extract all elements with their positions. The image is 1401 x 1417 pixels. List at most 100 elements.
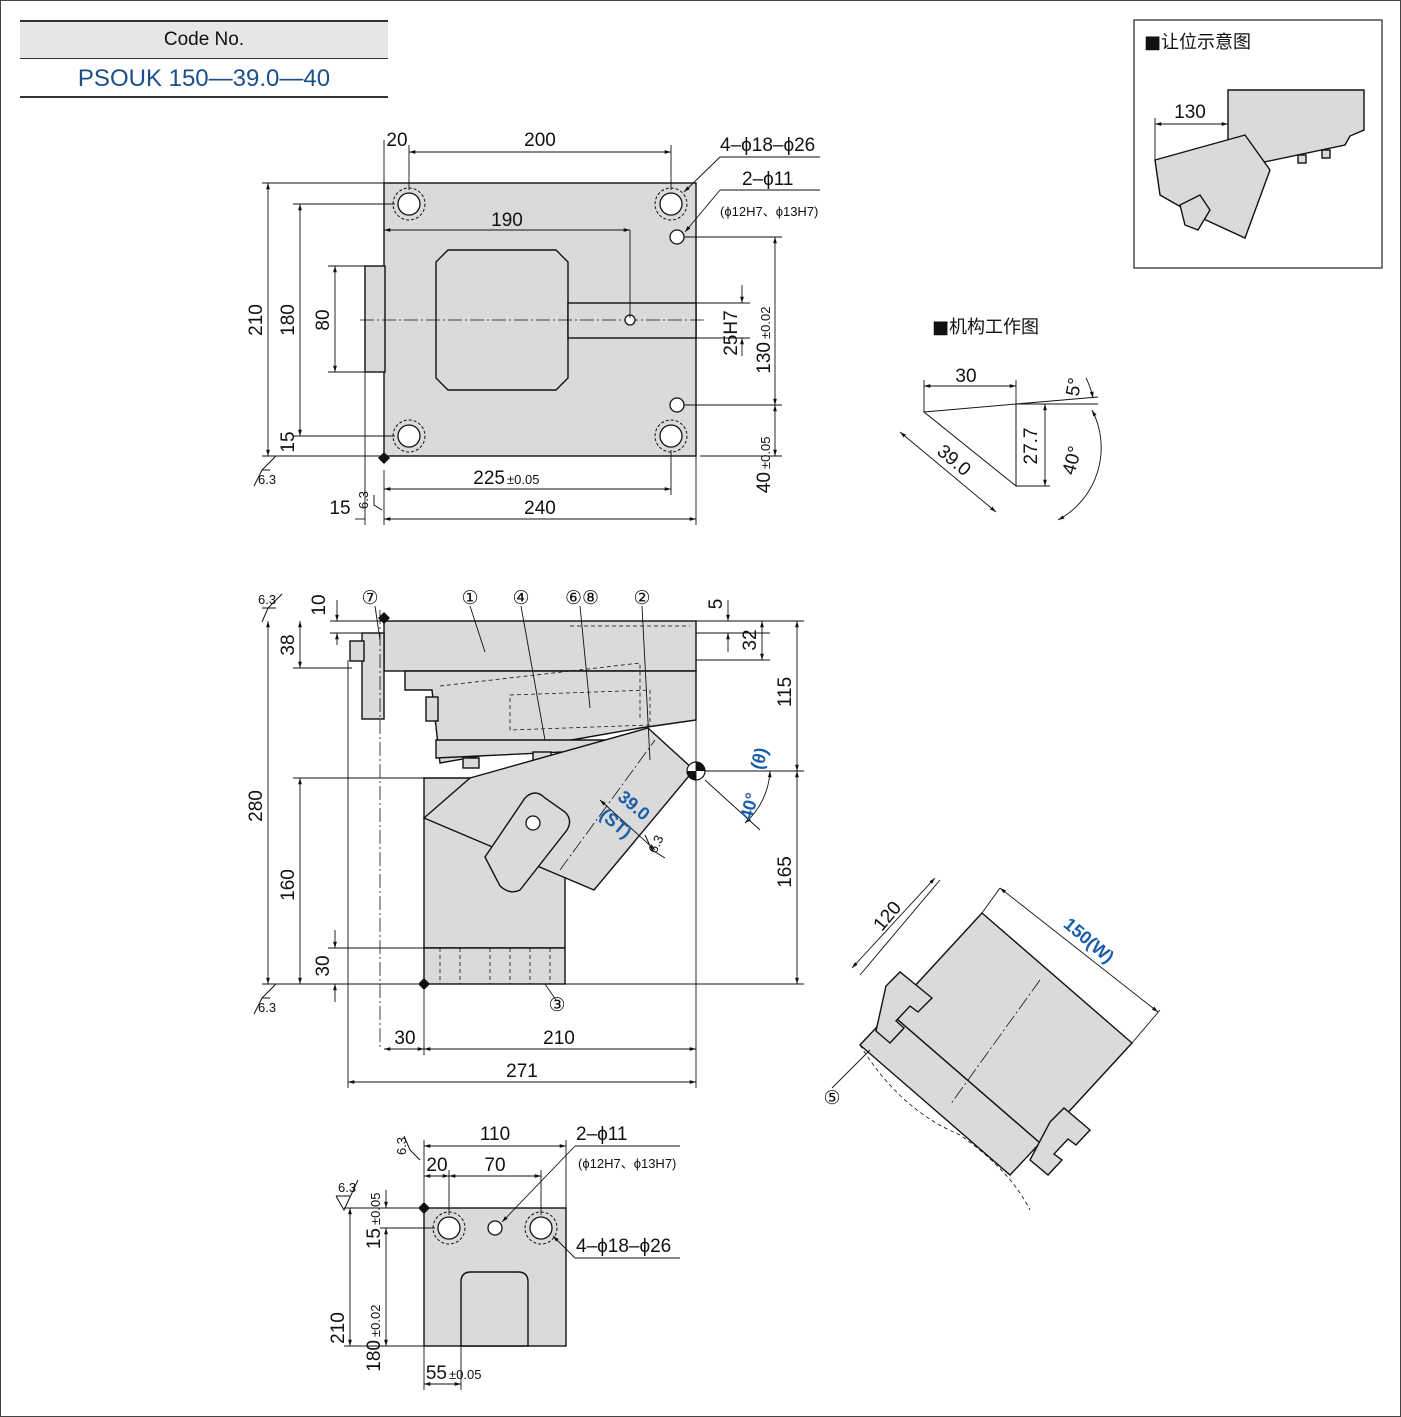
width-dim-w: 150(W) (1060, 914, 1118, 967)
hole-callout-small: 2–ϕ11 (742, 169, 794, 190)
part-1: ① (461, 588, 478, 609)
dim-25h7: 25H7 (721, 310, 742, 355)
hole-callout-small-note: (ϕ12H7、ϕ13H7) (578, 1156, 676, 1171)
side-retainer (484, 792, 571, 893)
dim-225-tol: ±0.05 (507, 472, 539, 487)
dim-240: 240 (524, 498, 556, 519)
dim-15: 15 (278, 431, 299, 452)
mech-dim-30: 30 (955, 366, 976, 387)
top-side-tab (364, 265, 386, 373)
mech-angle-40: 40° (1059, 444, 1087, 477)
side-stopper-bolt (349, 640, 365, 662)
hole-callout-small-note: (ϕ12H7、ϕ13H7) (720, 204, 818, 219)
dim-30b: 30 (394, 1028, 415, 1049)
dim-271: 271 (506, 1061, 538, 1082)
front-view: 110 20 70 15 ±0.05 180 ±0.02 210 55 ±0.0… (328, 1124, 680, 1390)
bolt-hole (397, 192, 421, 216)
code-label: Code No. (20, 20, 388, 59)
dim-210c: 210 (328, 1312, 349, 1344)
dim-180b: 180 (364, 1340, 385, 1372)
dim-15c: 15 (364, 1228, 385, 1249)
roughness-mark: 6.3 (258, 1000, 276, 1015)
hole-callout-big: 4–ϕ18–ϕ26 (576, 1236, 671, 1257)
bolt-hole (659, 192, 683, 216)
inset-retainer (1179, 194, 1211, 231)
angle-theta: (θ) (747, 745, 772, 771)
dim-180: 180 (278, 304, 299, 336)
part-7: ⑦ (361, 588, 378, 609)
dim-55-tol: ±0.05 (449, 1367, 481, 1382)
dim-55: 55 (426, 1363, 447, 1384)
top-view: 20 200 190 210 180 80 15 225 ±0.05 240 1… (246, 130, 820, 525)
dim-130: 130 (754, 342, 775, 374)
inset-lower-body (1154, 134, 1271, 239)
dim-180-tol: ±0.02 (368, 1305, 383, 1337)
clearance-dim: 130 (1174, 102, 1206, 123)
roughness-mark: 6.3 (394, 1137, 409, 1155)
dim-165: 165 (775, 856, 796, 888)
dim-40-tol: ±0.05 (758, 437, 773, 469)
hole-callout-big: 4–ϕ18–ϕ26 (720, 135, 815, 156)
side-top-plate (383, 620, 697, 672)
dim-110: 110 (480, 1124, 510, 1145)
dim-70: 70 (484, 1155, 505, 1176)
dim-15b: 15 (329, 498, 350, 519)
mechanism-triangle (922, 403, 1017, 488)
inset-lug (1297, 154, 1307, 164)
bolt-hole (529, 1216, 553, 1240)
clearance-title: ■让位示意图 (1144, 32, 1251, 53)
bolt-hole (397, 424, 421, 448)
part-2: ② (633, 588, 650, 609)
dim-225: 225 (473, 468, 505, 489)
angle-40: 40° (736, 791, 762, 822)
dim-15-tol: ±0.05 (368, 1193, 383, 1225)
bolt-hole (437, 1216, 461, 1240)
side-view: 10 38 5 32 115 165 280 160 30 30 210 271… (246, 588, 804, 1088)
dim-10: 10 (309, 594, 330, 615)
width-dim-120: 120 (870, 898, 906, 936)
side-bottom-block (423, 947, 566, 985)
width-view: 120 150(W) ⑤ (823, 877, 1161, 1211)
dim-5: 5 (706, 599, 727, 610)
dim-160: 160 (278, 869, 299, 901)
dim-210b: 210 (543, 1028, 575, 1049)
mech-angle-5: 5° (1063, 376, 1087, 398)
mechanism-title: ■机构工作图 (932, 317, 1039, 338)
dim-32: 32 (740, 629, 761, 650)
part-3: ③ (548, 995, 565, 1016)
dim-30: 30 (313, 955, 334, 976)
roughness-mark: 6.3 (258, 592, 276, 607)
mech-dim-27-7: 27.7 (1021, 428, 1042, 465)
dowel-hole (669, 229, 685, 245)
bolt-hole (659, 424, 683, 448)
dim-200: 200 (524, 130, 556, 151)
part-6-8: ⑥⑧ (565, 588, 599, 609)
dim-20b: 20 (426, 1155, 447, 1176)
width-lower-body (858, 1012, 1042, 1176)
dim-210: 210 (246, 304, 267, 336)
dowel-hole (669, 397, 685, 413)
width-lug-right (1029, 1107, 1092, 1176)
dim-38: 38 (278, 634, 299, 655)
dim-115: 115 (775, 677, 796, 707)
dim-280: 280 (246, 790, 267, 822)
dim-190: 190 (491, 210, 523, 231)
dowel-hole (487, 1220, 503, 1236)
dim-80: 80 (313, 309, 334, 330)
roughness-mark: 6.3 (338, 1180, 356, 1195)
code-value: PSOUK 150—39.0—40 (20, 59, 388, 98)
roughness-mark: 6.3 (645, 833, 666, 856)
roughness-mark: 6.3 (356, 491, 371, 509)
mech-dim-39: 39.0 (933, 441, 975, 481)
side-stopper-block (361, 632, 385, 720)
clearance-inset: ■让位示意图 130 (1133, 19, 1383, 269)
part-4: ④ (512, 588, 529, 609)
dim-40: 40 (754, 472, 775, 493)
dim-20: 20 (386, 130, 407, 151)
roughness-mark: 6.3 (258, 472, 276, 487)
code-number-box: Code No. PSOUK 150—39.0—40 (20, 20, 388, 98)
retainer-bolt (525, 815, 541, 831)
dim-130-tol: ±0.02 (758, 307, 773, 339)
hole-callout-small: 2–ϕ11 (576, 1124, 628, 1145)
